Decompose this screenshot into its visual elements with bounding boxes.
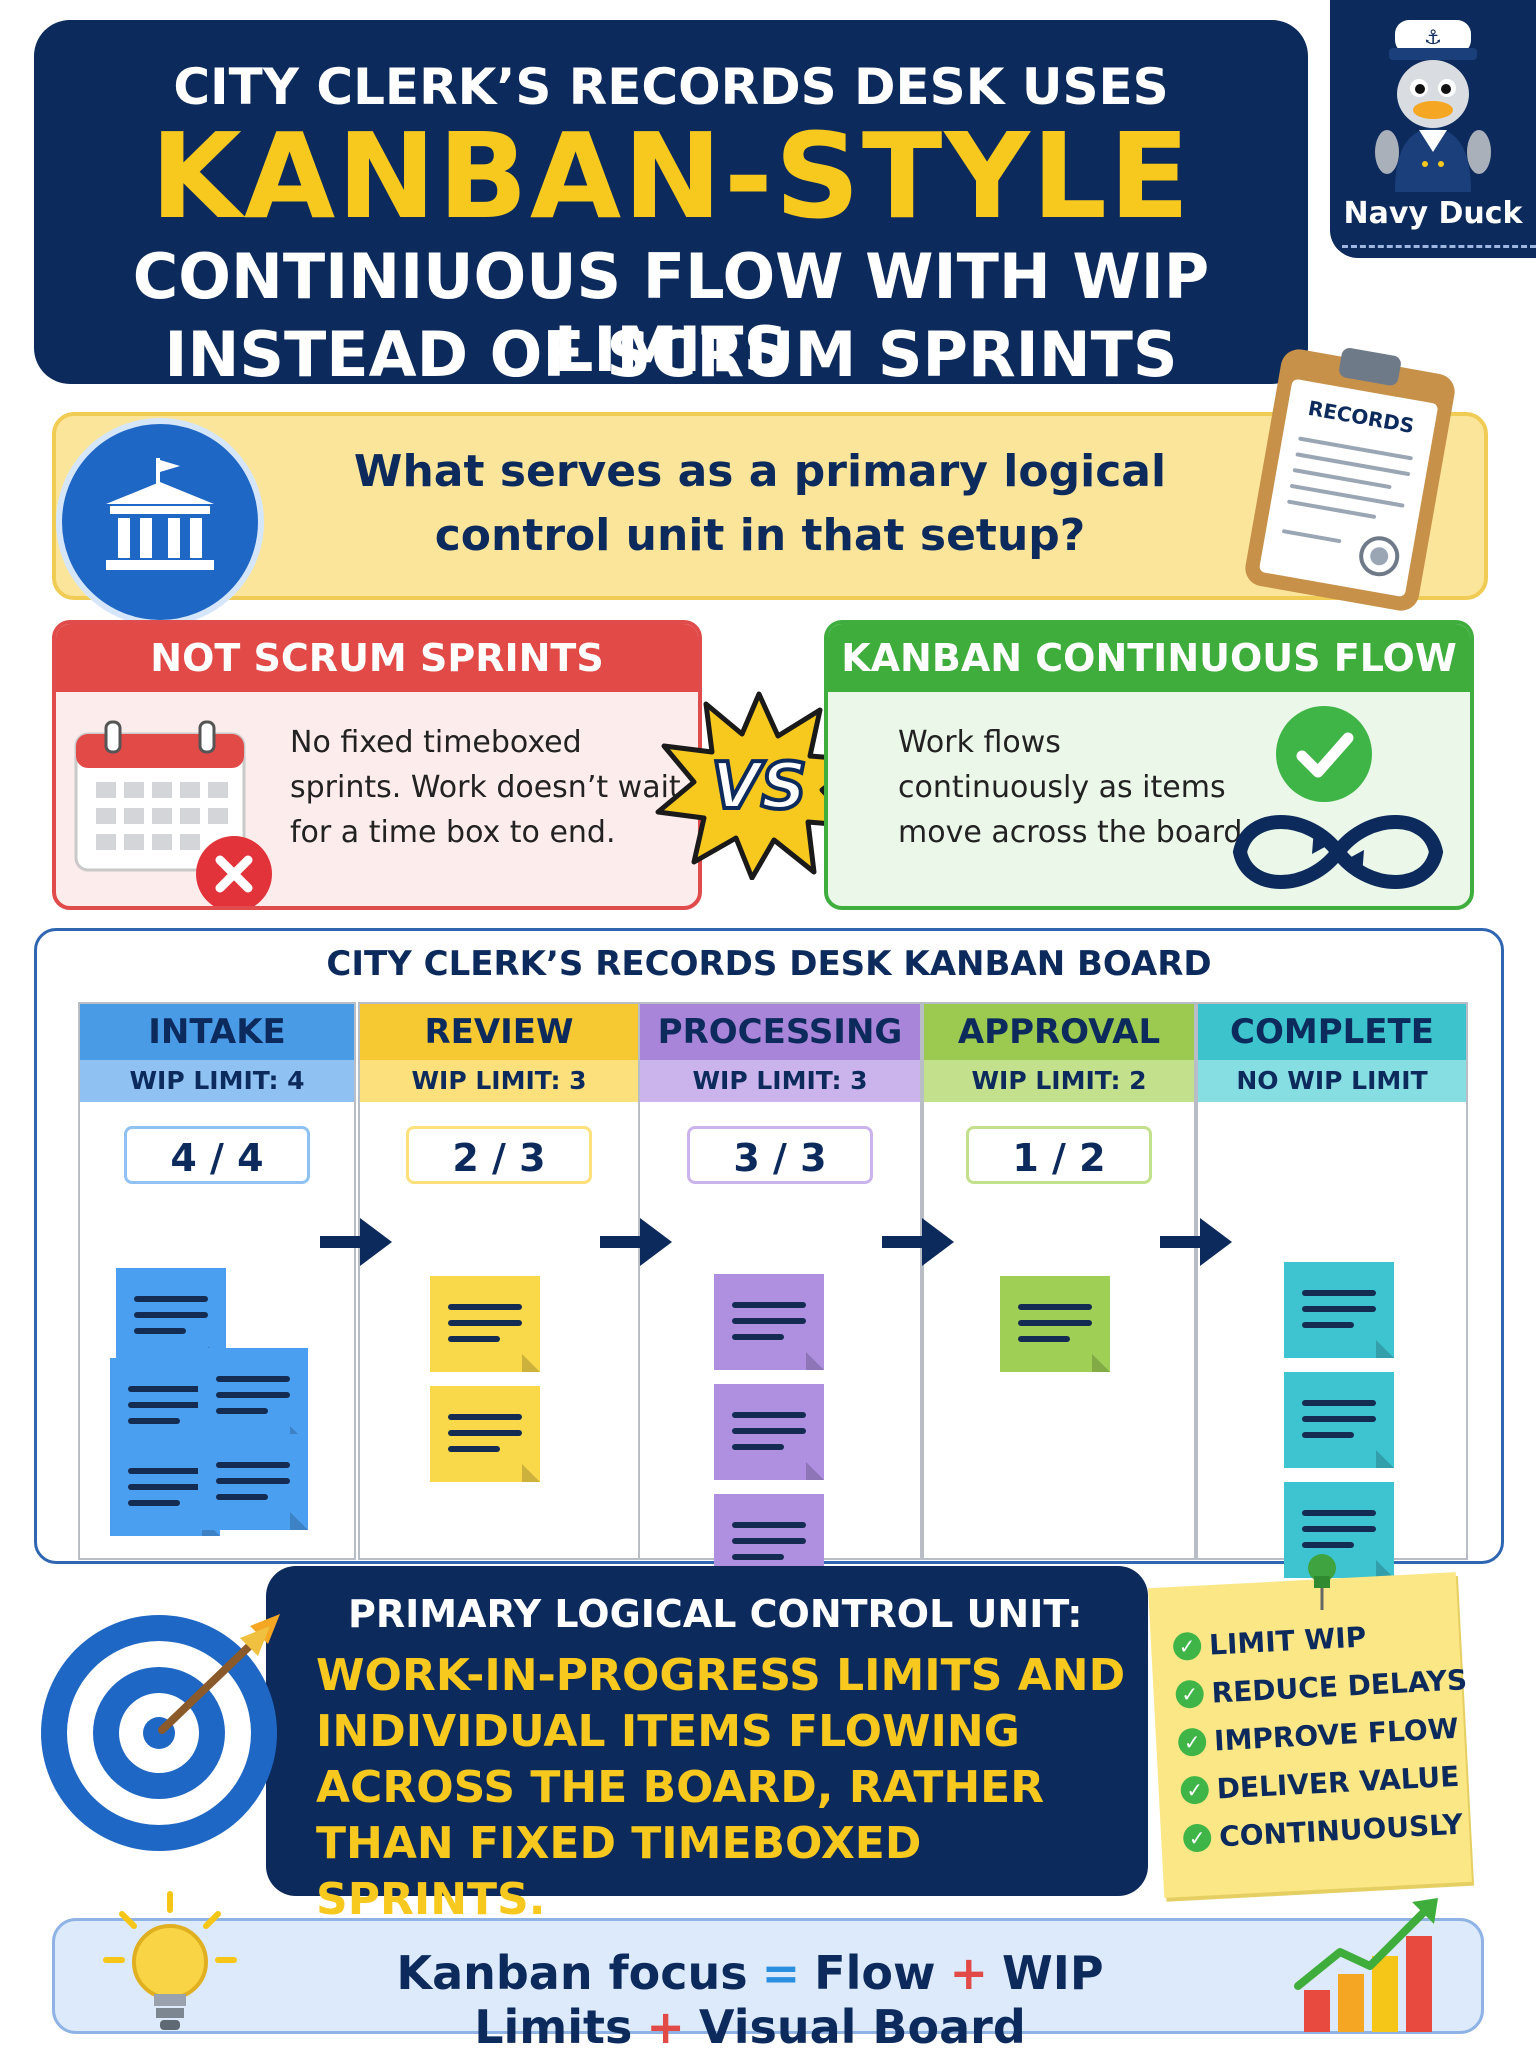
- column-header: INTAKE WIP LIMIT: 4: [80, 1004, 354, 1102]
- column-name: INTAKE: [148, 1012, 286, 1052]
- vs-label: VS: [711, 750, 807, 824]
- primary-control-unit-panel: PRIMARY LOGICAL CONTROL UNIT: WORK-IN-PR…: [266, 1566, 1148, 1925]
- calendar-icon: [74, 720, 246, 872]
- not-scrum-panel: NOT SCRUM SPRINTS No fixed timeboxed spr…: [52, 620, 702, 910]
- column-header: APPROVAL WIP LIMIT: 2: [924, 1004, 1194, 1102]
- primary-title: PRIMARY LOGICAL CONTROL UNIT:: [348, 1592, 1083, 1636]
- formula-term-wip: WIP Limits: [474, 1946, 1104, 2054]
- column-processing: PROCESSING WIP LIMIT: 3 3 / 3: [638, 1002, 922, 1590]
- clipboard-clip: [1337, 346, 1403, 387]
- kanban-flow-header: KANBAN CONTINUOUS FLOW: [828, 624, 1470, 692]
- records-paper: RECORDS: [1258, 378, 1439, 598]
- benefits-list: ✓LIMIT WIP ✓REDUCE DELAYS ✓IMPROVE FLOW …: [1172, 1614, 1476, 1869]
- title-line-2: KANBAN-STYLE: [150, 107, 1192, 245]
- kanban-card[interactable]: [198, 1434, 308, 1530]
- target-arrow-icon: [41, 1614, 280, 1851]
- title-banner: CITY CLERK’S RECORDS DESK USES KANBAN-ST…: [34, 20, 1308, 391]
- column-wip-limit: WIP LIMIT: 4: [80, 1060, 354, 1102]
- column-name: COMPLETE: [1230, 1012, 1434, 1052]
- push-pin-icon: [1308, 1554, 1336, 1610]
- title-line-4: INSTEAD OF SCRUM SPRINTS: [164, 318, 1178, 391]
- kanban-card[interactable]: [430, 1386, 540, 1482]
- column-wip-limit: NO WIP LIMIT: [1198, 1060, 1466, 1102]
- footer-formula: Kanban focus=Flow+WIP Limits+Visual Boar…: [230, 1946, 1270, 2054]
- kanban-card[interactable]: [714, 1384, 824, 1480]
- wip-count: 4 / 4: [124, 1126, 310, 1184]
- records-clipboard: RECORDS: [1242, 346, 1458, 614]
- formula-equals: =: [761, 1946, 801, 2000]
- wip-count: 1 / 2: [966, 1126, 1152, 1184]
- column-header: REVIEW WIP LIMIT: 3: [360, 1004, 638, 1102]
- navy-duck-badge: ⚓ Navy Duck: [1330, 0, 1536, 258]
- badge-dashed-border: [1342, 245, 1536, 248]
- column-name: REVIEW: [424, 1012, 574, 1052]
- kanban-flow-panel: KANBAN CONTINUOUS FLOW Work flows contin…: [824, 620, 1474, 910]
- column-name: PROCESSING: [657, 1012, 903, 1052]
- column-complete: COMPLETE NO WIP LIMIT: [1196, 1002, 1468, 1578]
- column-review: REVIEW WIP LIMIT: 3 2 / 3: [358, 1002, 640, 1560]
- flow-arrow-icon: [1160, 1218, 1232, 1266]
- column-intake: INTAKE WIP LIMIT: 4 4 / 4: [78, 1002, 356, 1560]
- growth-chart-icon: [1294, 1898, 1438, 2032]
- kanban-card[interactable]: [1284, 1262, 1394, 1358]
- question-text: What serves as a primary logical control…: [353, 446, 1167, 561]
- seal-icon: [1359, 536, 1400, 577]
- column-header: PROCESSING WIP LIMIT: 3: [640, 1004, 920, 1102]
- kanban-flow-text: Work flows continuously as items move ac…: [898, 725, 1252, 850]
- check-icon: ✓: [1180, 1775, 1210, 1805]
- badge-name: Navy Duck: [1343, 196, 1523, 231]
- kanban-card[interactable]: [430, 1276, 540, 1372]
- kanban-card[interactable]: [1000, 1276, 1110, 1372]
- footer-band: [52, 1918, 1484, 2034]
- title-line-1: CITY CLERK’S RECORDS DESK USES: [173, 58, 1169, 116]
- wip-count: 2 / 3: [406, 1126, 592, 1184]
- check-icon: ✓: [1172, 1631, 1202, 1662]
- column-approval: APPROVAL WIP LIMIT: 2 1 / 2: [922, 1002, 1196, 1560]
- column-name: APPROVAL: [957, 1012, 1161, 1052]
- x-mark-icon: [196, 836, 272, 906]
- navy-duck-icon: ⚓: [1375, 20, 1491, 192]
- wip-count: 3 / 3: [687, 1126, 873, 1184]
- records-label: RECORDS: [1306, 395, 1416, 439]
- kanban-flow-title: KANBAN CONTINUOUS FLOW: [841, 636, 1457, 680]
- formula-plus: +: [646, 2000, 685, 2054]
- kanban-card[interactable]: [198, 1348, 308, 1444]
- kanban-card[interactable]: [1284, 1372, 1394, 1468]
- column-wip-limit: WIP LIMIT: 3: [640, 1060, 920, 1102]
- svg-text:⚓: ⚓: [1424, 25, 1442, 49]
- formula-lead: Kanban focus: [396, 1946, 748, 2000]
- lightbulb-icon: [103, 1891, 237, 2030]
- kanban-card[interactable]: [714, 1274, 824, 1370]
- city-hall-icon-circle: [56, 418, 264, 626]
- title-line-3: CONTINIUOUS FLOW WITH WIP LIMITS: [132, 240, 1210, 386]
- flow-arrow-icon: [320, 1218, 392, 1266]
- column-wip-limit: WIP LIMIT: 2: [924, 1060, 1194, 1102]
- flow-arrow-icon: [600, 1218, 672, 1266]
- kanban-card[interactable]: [1284, 1482, 1394, 1578]
- flow-arrow-icon: [882, 1218, 954, 1266]
- benefits-sticky-note: ✓LIMIT WIP ✓REDUCE DELAYS ✓IMPROVE FLOW …: [1148, 1572, 1472, 1898]
- check-icon: [1276, 706, 1372, 802]
- not-scrum-header: NOT SCRUM SPRINTS: [56, 624, 698, 692]
- continuous-loop-icon: [1232, 815, 1444, 889]
- check-icon: ✓: [1177, 1727, 1207, 1757]
- check-icon: ✓: [1174, 1679, 1205, 1709]
- column-header: COMPLETE NO WIP LIMIT: [1198, 1004, 1466, 1102]
- formula-term-flow: Flow: [814, 1946, 936, 2000]
- check-icon: ✓: [1182, 1823, 1212, 1853]
- column-wip-limit: WIP LIMIT: 3: [360, 1060, 638, 1102]
- formula-plus: +: [949, 1946, 988, 2000]
- board-title: CITY CLERK’S RECORDS DESK KANBAN BOARD: [326, 944, 1212, 984]
- city-hall-icon: [106, 458, 214, 570]
- primary-body: WORK-IN-PROGRESS LIMITS AND INDIVIDUAL I…: [316, 1650, 1126, 1925]
- vs-burst-icon: VS: [655, 691, 863, 880]
- formula-term-board: Visual Board: [698, 2000, 1026, 2054]
- not-scrum-title: NOT SCRUM SPRINTS: [150, 636, 604, 680]
- not-scrum-text: No fixed timeboxed sprints. Work doesn’t…: [290, 725, 681, 850]
